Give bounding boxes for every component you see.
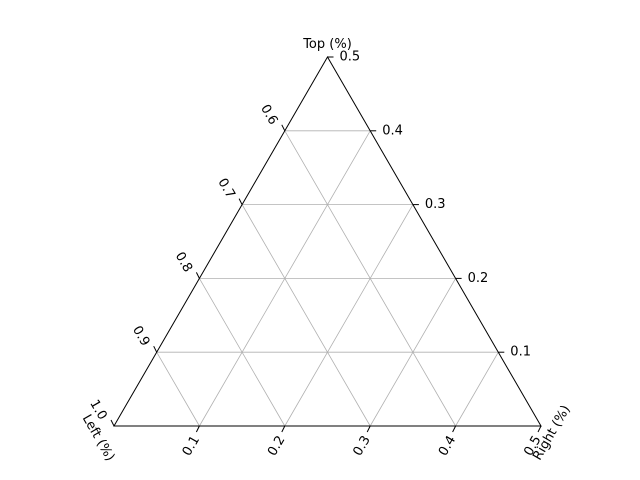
right-axis-label: Right (%) bbox=[530, 403, 573, 463]
top-axis-label: Top (%) bbox=[302, 37, 352, 52]
left-gridline bbox=[241, 204, 371, 427]
left-tick bbox=[195, 272, 200, 279]
right-tick bbox=[195, 425, 200, 433]
left-tick-label: 0.8 bbox=[172, 250, 195, 275]
right-tick bbox=[452, 425, 457, 433]
left-tick bbox=[238, 198, 243, 205]
left-gridline bbox=[156, 351, 200, 427]
left-tick bbox=[153, 345, 158, 353]
top-tick-label: 0.2 bbox=[468, 271, 489, 286]
right-tick-label: 0.1 bbox=[180, 433, 203, 458]
right-tick bbox=[537, 425, 542, 433]
grid-lines bbox=[156, 130, 499, 427]
right-tick bbox=[366, 425, 371, 433]
right-tick-label: 0.4 bbox=[436, 433, 459, 458]
right-gridline bbox=[455, 351, 499, 427]
right-tick-label: 0.3 bbox=[351, 433, 374, 458]
right-gridline bbox=[284, 204, 414, 427]
left-tick bbox=[110, 419, 115, 427]
top-tick-label: 0.3 bbox=[425, 197, 446, 212]
left-gridline bbox=[284, 130, 456, 427]
left-tick-label: 0.7 bbox=[214, 176, 237, 201]
triangle-frame bbox=[113, 56, 542, 427]
left-tick-label: 0.9 bbox=[129, 323, 152, 348]
left-gridline bbox=[199, 278, 286, 427]
left-tick bbox=[281, 124, 286, 132]
right-tick-label: 0.2 bbox=[265, 433, 288, 458]
left-tick-label: 0.6 bbox=[257, 102, 280, 127]
top-tick-label: 0.5 bbox=[340, 50, 361, 65]
right-tick bbox=[281, 425, 286, 433]
top-tick-label: 0.1 bbox=[510, 345, 531, 360]
top-tick-label: 0.4 bbox=[382, 123, 403, 138]
